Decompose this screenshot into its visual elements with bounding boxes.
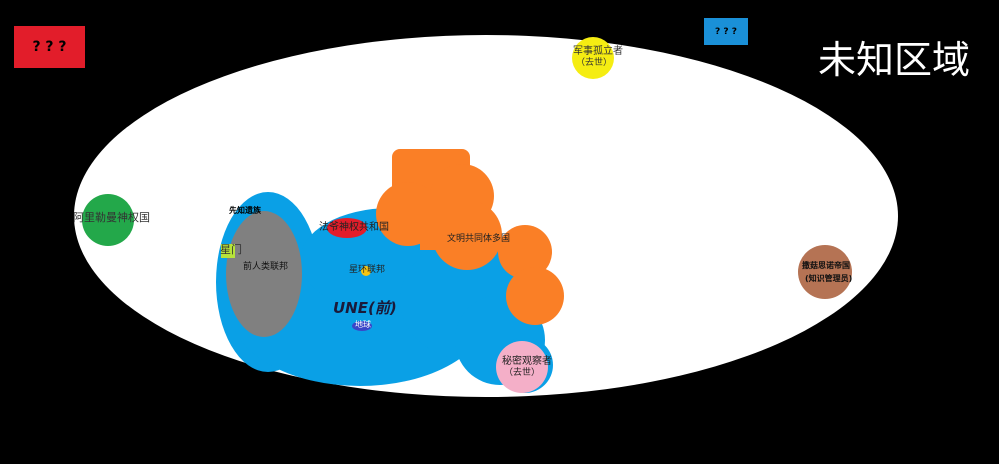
knowledge-curator-label: (知识管理员) xyxy=(805,274,853,283)
secret-observer-label: 秘密观察者 xyxy=(502,356,552,367)
pre-human-federation-region[interactable] xyxy=(226,211,302,337)
military-deceased-label: （去世） xyxy=(576,58,613,68)
theocracy-region[interactable] xyxy=(327,218,367,238)
military-isolationist-label: 军事孤立者 xyxy=(573,46,623,57)
stargate-label: 星门 xyxy=(220,243,242,256)
empire-planet[interactable] xyxy=(798,245,852,299)
une-label: UNE(前) xyxy=(333,299,397,317)
stargate-region[interactable] xyxy=(221,244,235,258)
star-federation-label: 星环联邦 xyxy=(349,265,386,275)
unknown-region-title: 未知区域 xyxy=(818,38,971,82)
secret-observer-planet[interactable] xyxy=(496,341,548,393)
ariman-label: 阿里勒曼神权国 xyxy=(73,211,150,224)
ariman-theocracy-planet[interactable] xyxy=(82,194,134,246)
unknown-red-box[interactable]: ? ? ? xyxy=(14,26,85,68)
forerunner-label: 先知遗族 xyxy=(229,206,261,215)
earth-label: 地球 xyxy=(355,320,371,329)
earth-dot[interactable] xyxy=(352,321,372,331)
civilization-label: 文明共同体多国 xyxy=(447,234,511,244)
military-isolationist-planet[interactable] xyxy=(572,37,614,79)
civilization-territory[interactable] xyxy=(376,149,564,325)
empire-label: 撒菇思诺帝国 xyxy=(802,261,850,270)
pre-human-label: 前人类联邦 xyxy=(243,262,289,272)
theocracy-label: 法爷神权共和国 xyxy=(319,222,389,233)
unknown-blue-box[interactable]: ? ? ? xyxy=(704,18,748,45)
star-federation-dot[interactable] xyxy=(361,266,371,276)
secret-deceased-label: （去世） xyxy=(504,368,541,378)
